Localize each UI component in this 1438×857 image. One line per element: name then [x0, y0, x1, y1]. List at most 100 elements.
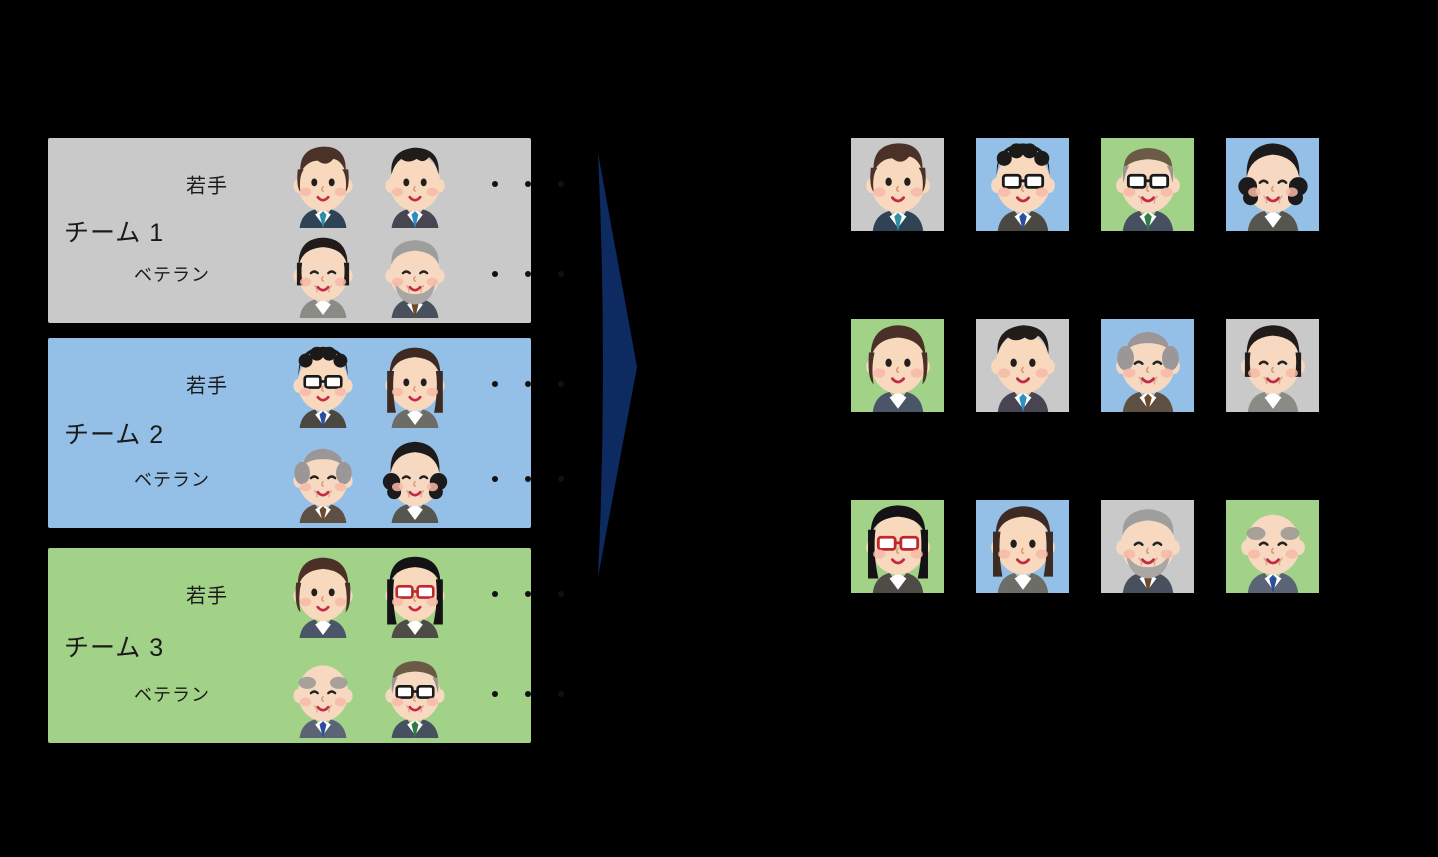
member-avatar[interactable] — [376, 228, 454, 320]
member-faces — [284, 648, 454, 740]
member-avatar[interactable] — [284, 648, 362, 740]
ellipsis-dots — [492, 381, 564, 387]
member-avatar[interactable] — [284, 338, 362, 430]
role-label-veteran: ベテラン — [134, 470, 210, 490]
avatar-icon-t1-y2 — [385, 147, 445, 229]
avatar-icon-t1-v2 — [385, 240, 445, 319]
dot — [525, 591, 531, 597]
avatar-icon-p-1-4 — [1237, 142, 1308, 231]
member-faces — [284, 338, 454, 430]
team-label: チーム 3 — [64, 633, 165, 662]
member-avatar[interactable] — [376, 648, 454, 740]
dot — [558, 691, 564, 697]
avatar-icon-t3-y2 — [385, 556, 445, 639]
pool-cell-p-2-1[interactable] — [851, 319, 944, 412]
dot — [492, 381, 498, 387]
avatar-icon-p-2-3 — [1115, 331, 1180, 412]
avatar-icon-p-2-4 — [1240, 324, 1305, 412]
member-faces — [284, 548, 454, 640]
team-2-row-veteran: ベテラン — [48, 433, 564, 525]
member-avatar[interactable] — [284, 228, 362, 320]
pool-cell-p-1-4[interactable] — [1226, 138, 1319, 231]
team-3-row-veteran: ベテラン — [48, 648, 564, 740]
role-label-young: 若手 — [186, 585, 228, 608]
team-1-row-young: 若手 — [48, 138, 564, 230]
transformation-arrow-icon — [598, 153, 637, 577]
pool-cell-p-2-3[interactable] — [1101, 319, 1194, 412]
dot — [525, 181, 531, 187]
team-2-row-young: 若手 — [48, 338, 564, 430]
avatar-icon-t3-v1 — [293, 665, 353, 739]
ellipsis-dots — [492, 691, 564, 697]
avatar-icon-t1-v1 — [293, 237, 353, 319]
role-label-veteran: ベテラン — [134, 265, 210, 285]
member-avatar[interactable] — [284, 138, 362, 230]
ellipsis-dots — [492, 591, 564, 597]
team-label: チーム 1 — [64, 218, 165, 247]
avatar-icon-t1-y1 — [293, 146, 353, 229]
team-1-row-veteran: ベテラン — [48, 228, 564, 320]
member-avatar[interactable] — [284, 433, 362, 525]
pool-cell-p-3-1[interactable] — [851, 500, 944, 593]
avatar-icon-p-1-3 — [1115, 147, 1180, 231]
member-faces — [284, 138, 454, 230]
member-avatar[interactable] — [376, 433, 454, 525]
avatar-icon-t2-v2 — [382, 441, 448, 524]
dot — [492, 591, 498, 597]
ellipsis-dots — [492, 476, 564, 482]
member-faces — [284, 228, 454, 320]
dot — [558, 476, 564, 482]
avatar-icon-p-3-3 — [1115, 508, 1180, 593]
team-panel-3[interactable]: チーム 3 若手 — [48, 548, 564, 743]
avatar-icon-p-1-1 — [865, 142, 930, 231]
member-faces — [284, 433, 454, 525]
member-avatar[interactable] — [376, 548, 454, 640]
pool-cell-p-3-4[interactable] — [1226, 500, 1319, 593]
pool-cell-p-3-3[interactable] — [1101, 500, 1194, 593]
pool-row-1 — [851, 138, 1319, 319]
dot — [492, 181, 498, 187]
avatar-icon-t2-v1 — [293, 448, 353, 524]
dot — [558, 381, 564, 387]
dot — [525, 381, 531, 387]
role-label-young: 若手 — [186, 175, 228, 198]
avatar-icon-p-2-1 — [865, 324, 930, 412]
avatar-icon-t2-y2 — [385, 347, 445, 429]
dot — [525, 271, 531, 277]
pool-cell-p-1-3[interactable] — [1101, 138, 1194, 231]
pool-cell-p-1-1[interactable] — [851, 138, 944, 231]
pool-cell-p-3-2[interactable] — [976, 500, 1069, 593]
dot — [558, 271, 564, 277]
avatar-icon-p-3-1 — [865, 504, 930, 593]
pool-cell-p-1-2[interactable] — [976, 138, 1069, 231]
pool-cell-p-2-4[interactable] — [1226, 319, 1319, 412]
dot — [558, 181, 564, 187]
avatar-icon-t3-v2 — [385, 661, 445, 739]
member-avatar[interactable] — [376, 338, 454, 430]
dot — [492, 691, 498, 697]
pool-cell-p-2-2[interactable] — [976, 319, 1069, 412]
avatar-icon-p-3-4 — [1240, 514, 1305, 593]
avatar-icon-p-3-2 — [990, 505, 1055, 593]
avatar-icon-t3-y1 — [293, 557, 353, 639]
pool-row-2 — [851, 319, 1319, 500]
dot — [492, 476, 498, 482]
avatar-icon-t2-y1 — [293, 346, 353, 429]
member-avatar[interactable] — [376, 138, 454, 230]
dot — [558, 591, 564, 597]
ellipsis-dots — [492, 271, 564, 277]
pool-row-3 — [851, 500, 1319, 681]
avatar-icon-p-2-2 — [990, 324, 1055, 412]
role-label-young: 若手 — [186, 375, 228, 398]
team-panel-2[interactable]: チーム 2 若手 — [48, 338, 564, 528]
team-label: チーム 2 — [64, 421, 165, 449]
team-panel-1[interactable]: チーム 1 若手 — [48, 138, 564, 323]
role-label-veteran: ベテラン — [134, 685, 210, 705]
dot — [492, 271, 498, 277]
dot — [525, 691, 531, 697]
team-3-row-young: 若手 — [48, 548, 564, 640]
member-avatar[interactable] — [284, 548, 362, 640]
avatar-icon-p-1-2 — [990, 142, 1055, 231]
dot — [525, 476, 531, 482]
